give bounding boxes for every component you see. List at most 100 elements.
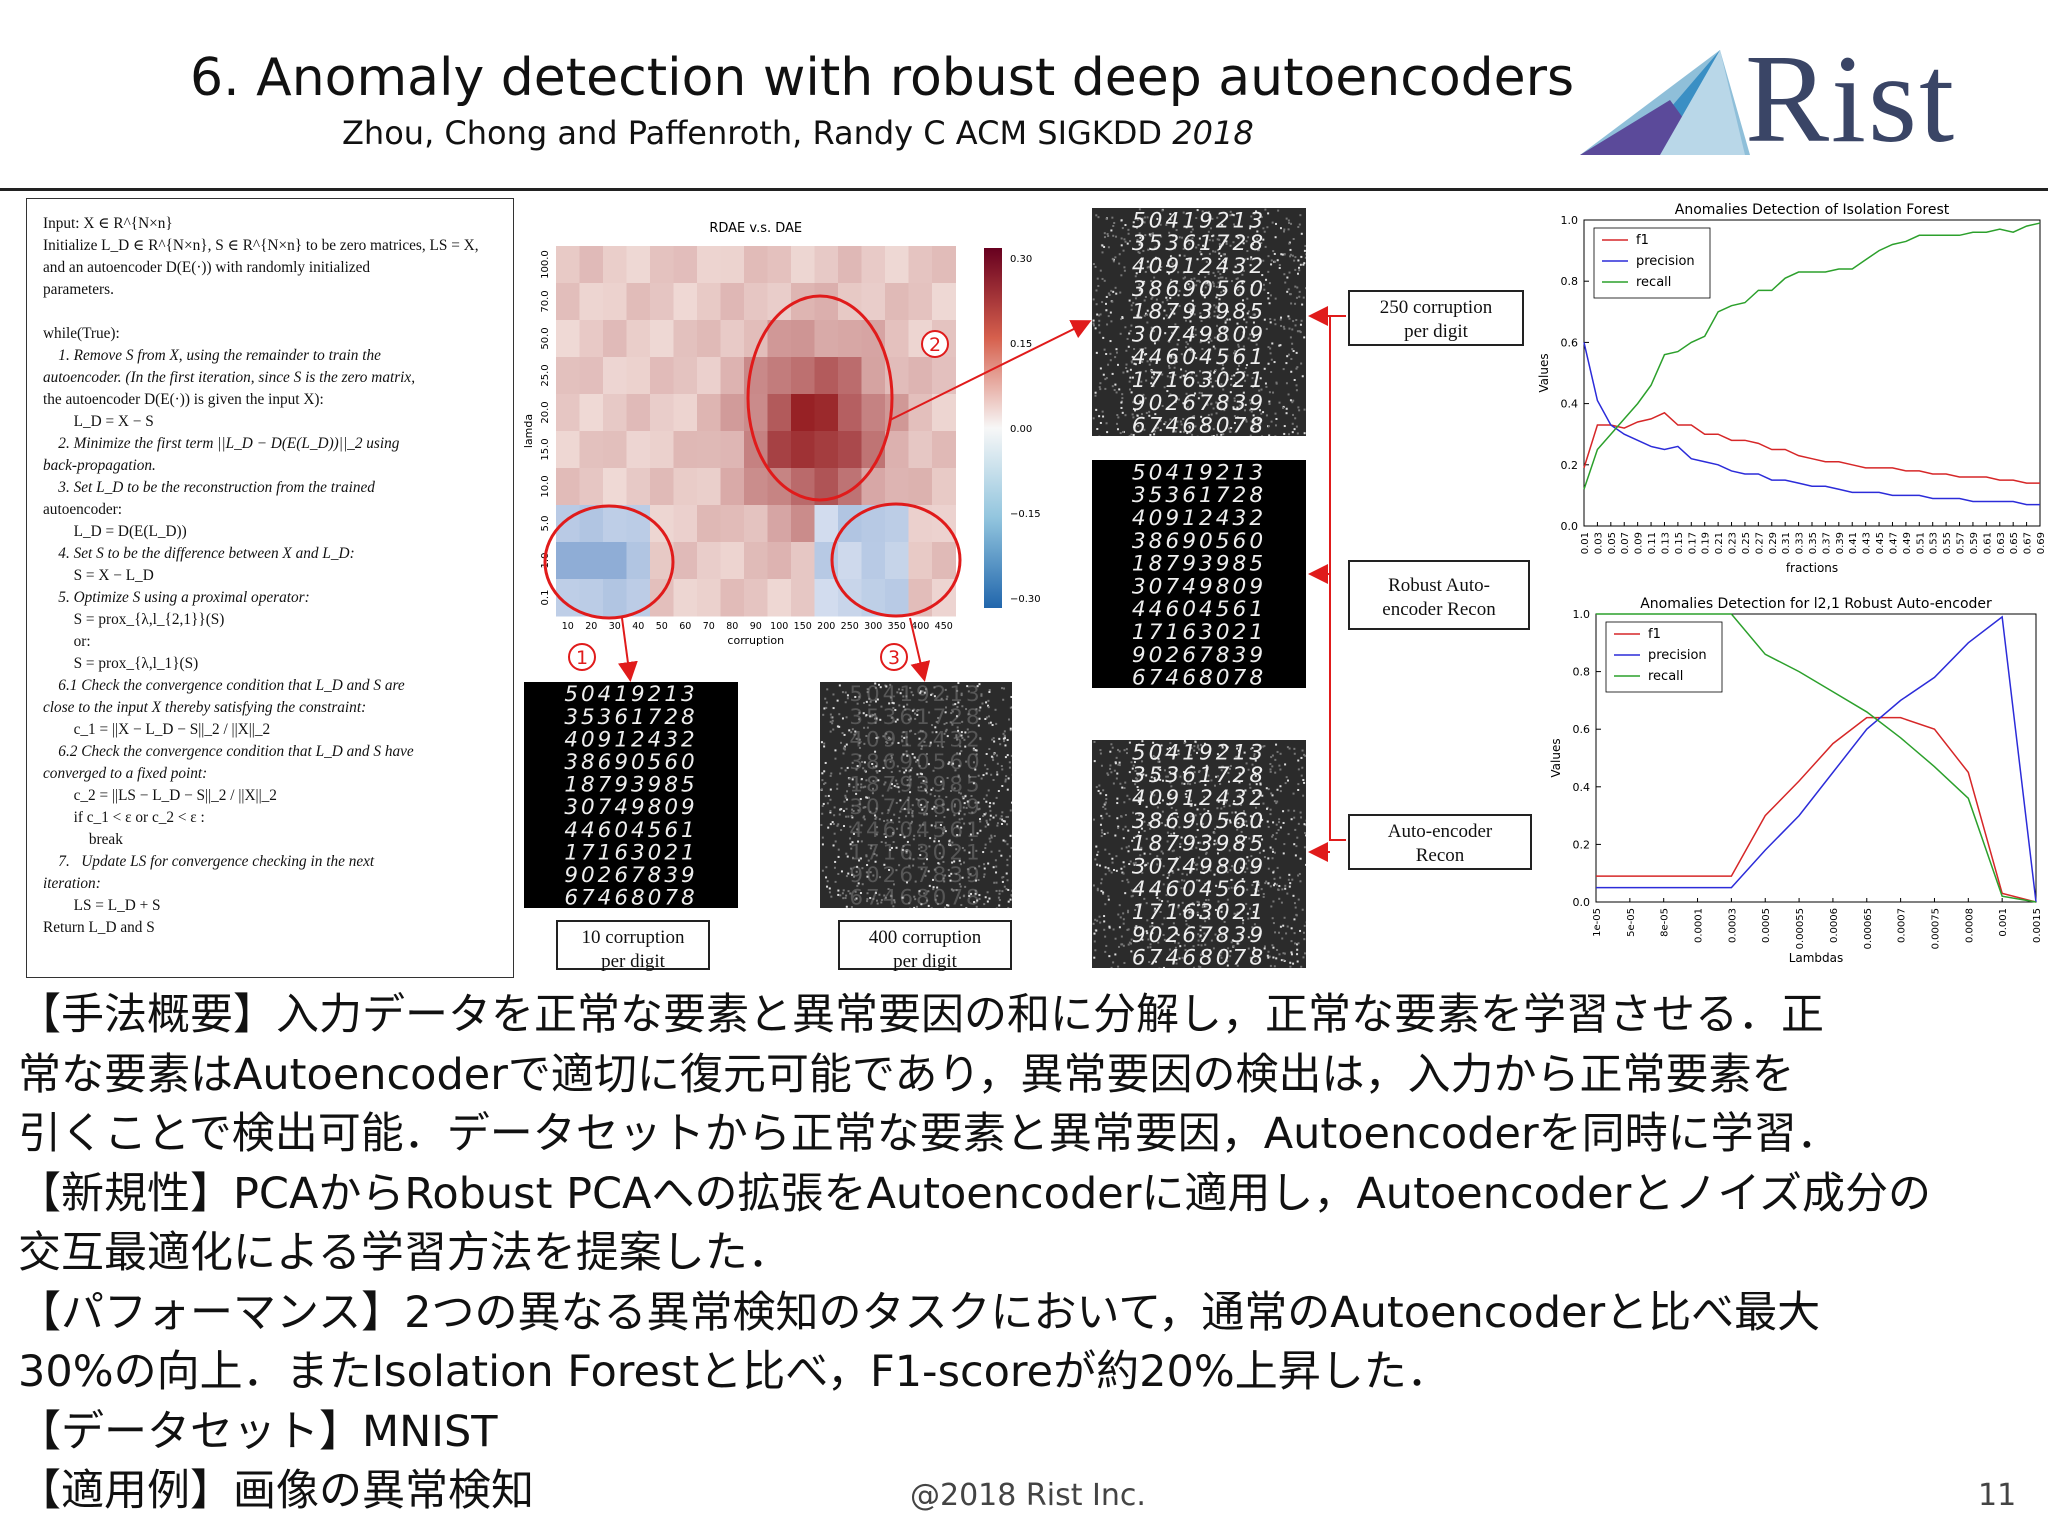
heatmap-cell bbox=[673, 505, 698, 543]
heatmap-cell bbox=[932, 468, 956, 506]
heatmap-ytick: 20.0 bbox=[540, 401, 551, 423]
summary-line: 【新規性】PCAからRobust PCAへの拡張をAutoencoderに適用し… bbox=[18, 1168, 1932, 1219]
svg-text:30749809: 30749809 bbox=[1132, 322, 1266, 347]
heatmap-xtick: 30 bbox=[609, 621, 621, 632]
heatmap-cell bbox=[838, 468, 862, 506]
heatmap-cell bbox=[885, 542, 909, 580]
heatmap-cell bbox=[650, 246, 674, 284]
heatmap-cell bbox=[626, 505, 651, 543]
heatmap-cell bbox=[791, 505, 815, 543]
heatmap-cell bbox=[767, 320, 792, 358]
chart-ytick: 0.8 bbox=[1561, 275, 1579, 288]
page-number: 11 bbox=[1978, 1478, 2017, 1513]
heatmap-cell bbox=[744, 542, 768, 580]
svg-text:30749809: 30749809 bbox=[564, 795, 697, 820]
chart-xtick: 0.00075 bbox=[1930, 908, 1941, 949]
algorithm-line: S = X − L_D bbox=[43, 567, 154, 584]
heatmap-cell bbox=[908, 579, 933, 617]
chart-xtick: 5e-05 bbox=[1626, 908, 1637, 937]
heatmap-cell bbox=[579, 283, 604, 321]
heatmap-cell bbox=[650, 542, 674, 580]
svg-text:90267839: 90267839 bbox=[564, 863, 697, 888]
svg-text:67468078: 67468078 bbox=[849, 886, 982, 908]
label-robust-ae-recon: Robust Auto-encoder Recon bbox=[1348, 560, 1530, 630]
summary-line: 【データセット】MNIST bbox=[18, 1406, 498, 1457]
summary-text: 【手法概要】入力データを正常な要素と異常要因の和に分解し，正常な要素を学習させる… bbox=[18, 986, 2038, 1522]
heatmap-ytick: 10.0 bbox=[540, 475, 551, 497]
heatmap-cell bbox=[838, 505, 862, 543]
chart-xtick: 0.01 bbox=[1580, 532, 1591, 554]
svg-text:50419213: 50419213 bbox=[564, 682, 697, 707]
svg-text:17163021: 17163021 bbox=[1132, 620, 1266, 645]
summary-line: 引くことで検出可能．データセットから正常な要素と異常要因，Autoencoder… bbox=[18, 1109, 1840, 1159]
heatmap-xtick: 40 bbox=[632, 621, 644, 632]
svg-text:90267839: 90267839 bbox=[1132, 391, 1266, 416]
heatmap-cell bbox=[838, 320, 862, 358]
chart-xtick: 0.05 bbox=[1607, 532, 1618, 554]
heatmap-cell bbox=[908, 431, 933, 469]
algorithm-line: Initialize L_D ∈ R^{N×n}, S ∈ R^{N×n} to… bbox=[43, 237, 479, 254]
heatmap-cell bbox=[744, 505, 768, 543]
heatmap-cell bbox=[791, 579, 815, 617]
heatmap-cell bbox=[767, 579, 792, 617]
heatmap-cell bbox=[861, 394, 886, 432]
heatmap-cell bbox=[908, 283, 933, 321]
chart-ytick: 0.0 bbox=[1561, 520, 1579, 533]
legend-label: recall bbox=[1648, 669, 1683, 684]
chart-xtick: 0.41 bbox=[1848, 532, 1859, 554]
heatmap-cell bbox=[744, 579, 768, 617]
heatmap-cell bbox=[720, 320, 745, 358]
svg-text:30749809: 30749809 bbox=[1132, 574, 1266, 599]
heatmap-cell bbox=[579, 357, 604, 395]
heatmap-cell bbox=[767, 468, 792, 506]
heatmap-cell bbox=[626, 283, 651, 321]
chart-ytick: 0.4 bbox=[1573, 781, 1591, 794]
chart-ytick: 0.8 bbox=[1573, 666, 1591, 679]
heatmap-cell bbox=[579, 505, 604, 543]
heatmap-cell bbox=[697, 357, 721, 395]
heatmap-ytick: 25.0 bbox=[540, 364, 551, 386]
summary-line: 【手法概要】入力データを正常な要素と異常要因の和に分解し，正常な要素を学習させる… bbox=[18, 990, 1824, 1040]
heatmap-cell bbox=[861, 283, 886, 321]
chart-xtick: 0.55 bbox=[1942, 532, 1953, 554]
heatmap-cell bbox=[932, 320, 956, 358]
heatmap-cell bbox=[626, 320, 651, 358]
heatmap-cell bbox=[885, 431, 909, 469]
heatmap-cell bbox=[650, 505, 674, 543]
chart-xtick: 0.25 bbox=[1741, 532, 1752, 554]
chart-xtick: 0.33 bbox=[1795, 532, 1806, 554]
heatmap-cell bbox=[556, 320, 580, 358]
algorithm-line: or: bbox=[43, 633, 91, 650]
svg-text:38690560: 38690560 bbox=[1132, 809, 1266, 834]
svg-text:35361728: 35361728 bbox=[1132, 483, 1266, 508]
colorbar-tick: −0.30 bbox=[1010, 594, 1040, 605]
heatmap-cell bbox=[697, 394, 721, 432]
chart-ytick: 0.0 bbox=[1573, 896, 1591, 909]
algorithm-line: 5. Optimize S using a proximal operator: bbox=[43, 589, 310, 606]
svg-text:38690560: 38690560 bbox=[849, 750, 982, 775]
heatmap-cell bbox=[626, 468, 651, 506]
heatmap-cell bbox=[673, 357, 698, 395]
algorithm-line: autoencoder: bbox=[43, 501, 122, 518]
heatmap-cell bbox=[697, 246, 721, 284]
chart-xtick: 0.0003 bbox=[1727, 908, 1738, 943]
heatmap-cell bbox=[556, 579, 580, 617]
heatmap-cell bbox=[626, 246, 651, 284]
heatmap-cell bbox=[908, 468, 933, 506]
algorithm-line: LS = L_D + S bbox=[43, 897, 161, 914]
heatmap-cell bbox=[814, 579, 839, 617]
heatmap-ytick: 1.0 bbox=[540, 553, 551, 569]
heatmap-cell bbox=[626, 431, 651, 469]
svg-text:67468078: 67468078 bbox=[1132, 946, 1266, 968]
algorithm-line: 7. Update LS for convergence checking in… bbox=[43, 853, 375, 870]
algorithm-line: converged to a fixed point: bbox=[43, 765, 208, 782]
heatmap-cell bbox=[861, 357, 886, 395]
series-line-f1 bbox=[1596, 716, 2037, 903]
chart-xtick: 0.001 bbox=[1998, 908, 2009, 937]
heatmap-cell bbox=[720, 394, 745, 432]
heatmap-cell bbox=[720, 283, 745, 321]
summary-line: 交互最適化による学習方法を提案した． bbox=[18, 1228, 791, 1278]
heatmap-xtick: 90 bbox=[750, 621, 762, 632]
heatmap-cell bbox=[603, 283, 627, 321]
